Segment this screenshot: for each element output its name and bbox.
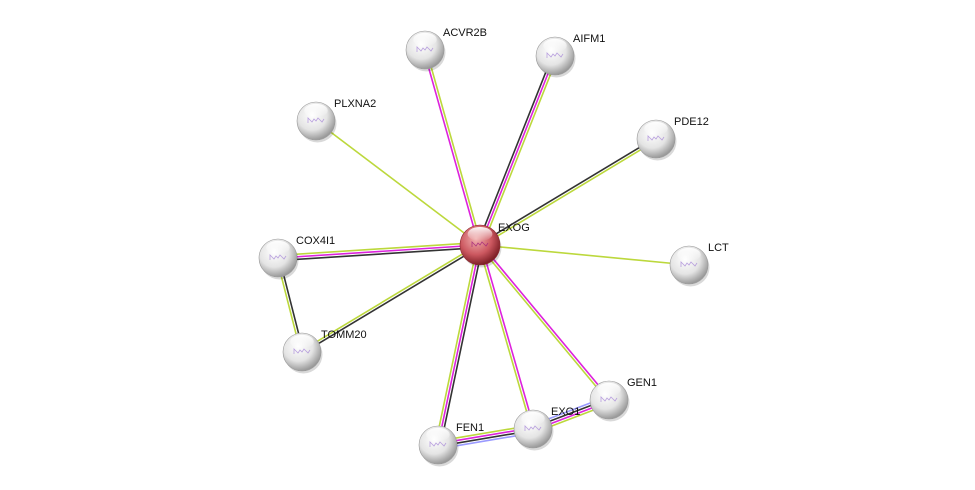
protein-structure-icon <box>471 241 489 247</box>
node-label: PDE12 <box>674 116 709 128</box>
node-label: LCT <box>708 242 729 254</box>
edge-line-textmining <box>277 241 480 257</box>
edge-line-coexpression <box>478 137 656 245</box>
edge-exog-aifm1[interactable] <box>476 54 559 247</box>
edge-exog-lct[interactable] <box>479 244 690 266</box>
node-exo1[interactable]: EXO1 <box>513 406 580 451</box>
edge-line-experiments <box>480 243 611 400</box>
edge-line-experiments <box>277 244 481 259</box>
node-highlight <box>521 411 545 426</box>
edge-line-textmining <box>300 243 480 352</box>
edge-line-textmining <box>481 56 559 247</box>
edge-line-coexpression <box>278 246 481 262</box>
node-cox4i1[interactable]: COX4I1 <box>258 235 335 280</box>
protein-structure-icon <box>307 117 325 123</box>
edge-exog-fen1[interactable] <box>434 244 484 446</box>
protein-structure-icon <box>600 396 618 402</box>
edge-exog-pde12[interactable] <box>478 137 658 247</box>
node-label: PLXNA2 <box>334 98 376 110</box>
protein-structure-icon <box>269 254 287 260</box>
edge-line-textmining <box>477 245 533 430</box>
node-fen1[interactable]: FEN1 <box>418 422 484 467</box>
protein-structure-icon <box>416 46 434 52</box>
node-exog[interactable]: EXOG <box>459 222 530 268</box>
edge-line-textmining <box>478 245 609 402</box>
node-tomm20[interactable]: TOMM20 <box>282 329 367 374</box>
node-label: COX4I1 <box>296 235 335 247</box>
protein-structure-icon <box>546 52 564 58</box>
node-highlight <box>467 227 493 241</box>
edge-line-experiments <box>479 55 556 246</box>
node-acvr2b[interactable]: ACVR2B <box>405 27 487 72</box>
edge-line-coexpression <box>439 245 484 446</box>
node-highlight <box>426 427 450 442</box>
node-highlight <box>644 121 668 136</box>
edge-line-coexpression <box>302 245 482 354</box>
edge-line-textmining <box>425 49 483 245</box>
node-label: TOMM20 <box>321 329 367 341</box>
node-label: GEN1 <box>627 377 657 389</box>
edge-line-coexpression <box>476 54 554 245</box>
node-label: AIFM1 <box>573 33 605 45</box>
edge-line-experiments <box>422 50 480 246</box>
node-highlight <box>290 334 314 349</box>
node-lct[interactable]: LCT <box>669 242 729 287</box>
node-label: FEN1 <box>456 422 484 434</box>
edge-exog-gen1[interactable] <box>478 243 611 402</box>
edge-exog-plxna2[interactable] <box>315 120 481 246</box>
edge-exog-cox4i1[interactable] <box>277 241 481 262</box>
edge-line-textmining <box>480 139 658 247</box>
edge-line-textmining <box>479 244 690 266</box>
node-pde12[interactable]: PDE12 <box>636 116 709 161</box>
edge-line-experiments <box>437 244 481 446</box>
node-highlight <box>266 240 290 255</box>
node-label: ACVR2B <box>443 27 487 39</box>
edge-exog-acvr2b[interactable] <box>422 49 483 246</box>
protein-structure-icon <box>429 441 447 447</box>
node-highlight <box>413 32 437 47</box>
node-label: EXO1 <box>551 406 580 418</box>
edge-line-textmining <box>434 244 479 445</box>
protein-structure-icon <box>680 261 698 267</box>
node-highlight <box>677 247 701 262</box>
node-aifm1[interactable]: AIFM1 <box>535 33 605 78</box>
edge-line-experiments <box>480 244 536 429</box>
edge-line-textmining <box>315 120 481 246</box>
edge-exog-exo1[interactable] <box>477 244 536 430</box>
node-gen1[interactable]: GEN1 <box>589 377 657 422</box>
protein-structure-icon <box>524 425 542 431</box>
edge-exog-tomm20[interactable] <box>300 243 482 354</box>
protein-structure-icon <box>293 348 311 354</box>
node-highlight <box>543 38 567 53</box>
node-label: EXOG <box>498 222 530 234</box>
node-plxna2[interactable]: PLXNA2 <box>296 98 376 143</box>
protein-structure-icon <box>647 135 665 141</box>
node-highlight <box>304 103 328 118</box>
node-highlight <box>597 382 621 397</box>
